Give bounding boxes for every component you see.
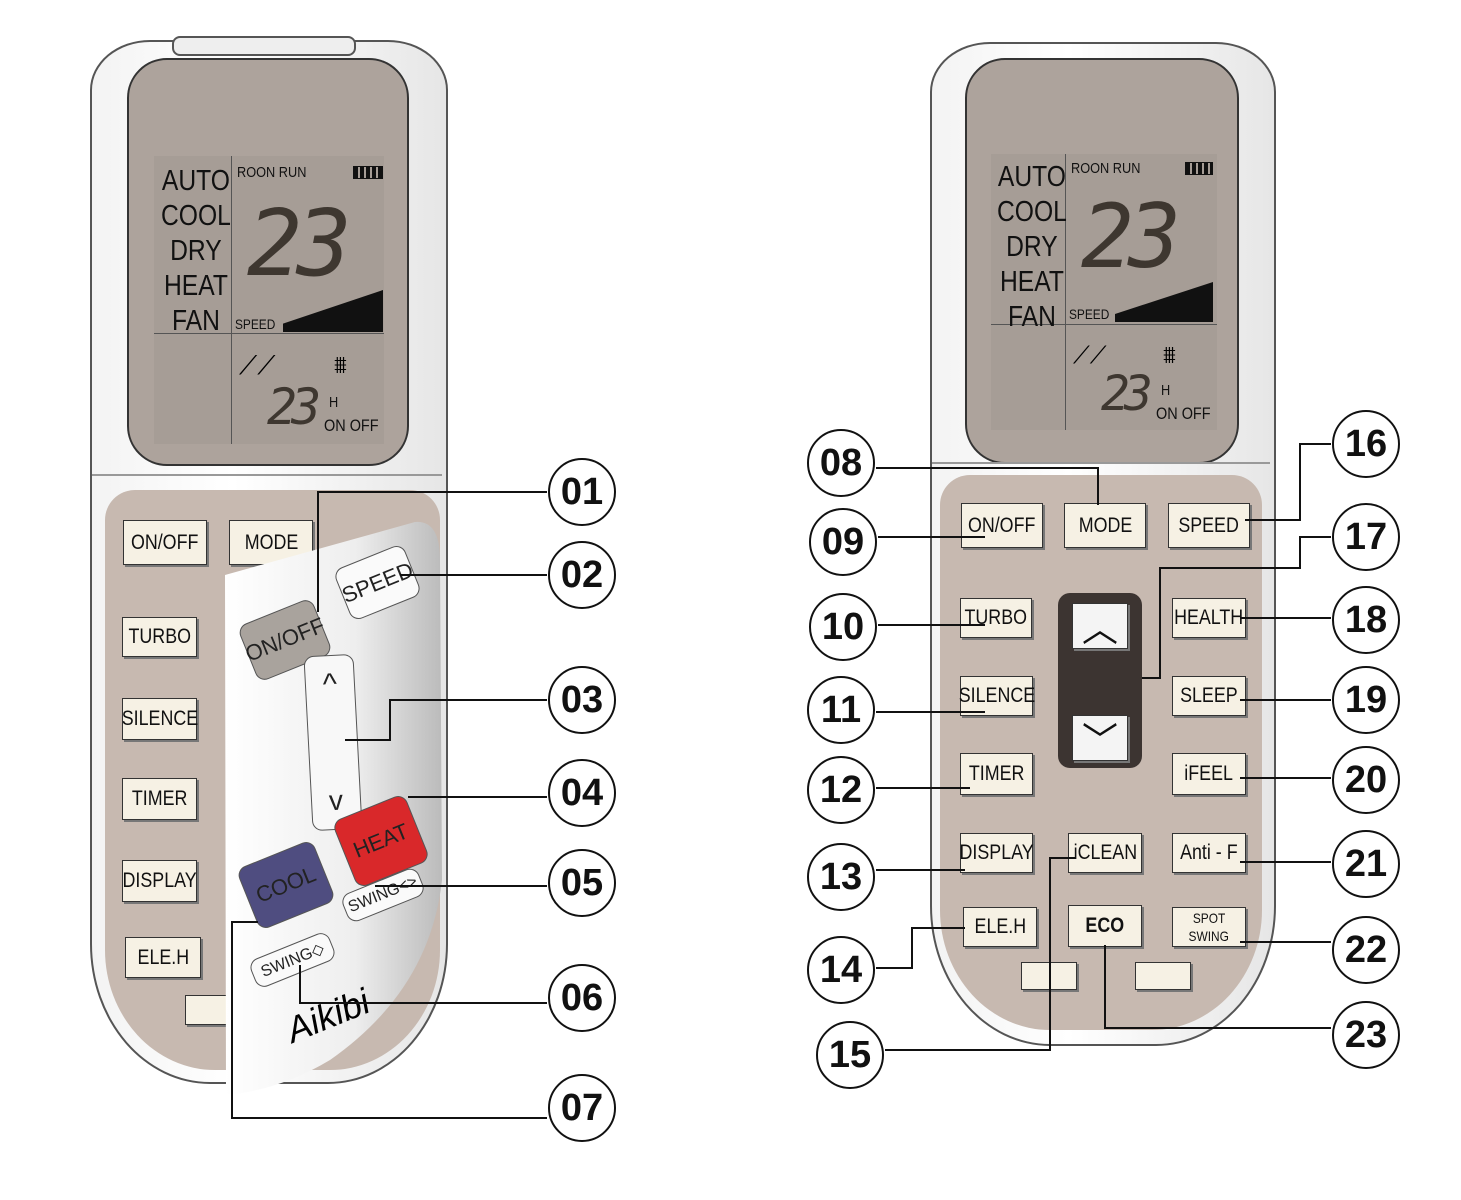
fan-icon: ⩩ [1163,342,1176,369]
battery-icon [1185,162,1213,175]
callout-07: 07 [548,1074,616,1142]
callout-17: 17 [1332,503,1400,571]
timer-button[interactable]: TIMER [122,778,197,820]
eco-button[interactable]: ECO [1068,905,1142,947]
callout-22: 22 [1332,916,1400,984]
silence-button[interactable]: SILENCE [958,676,1035,716]
callout-11: 11 [807,676,875,744]
fan-icon: ⩩ [334,352,347,379]
callout-04: 04 [548,759,616,827]
ele-h-button[interactable]: ELE.H [963,907,1037,947]
blank-button[interactable] [1135,962,1191,990]
iclean-button[interactable]: iCLEAN [1068,833,1142,873]
callout-16: 16 [1332,410,1400,478]
callout-12: 12 [807,756,875,824]
callout-08: 08 [807,429,875,497]
battery-icon [353,166,383,179]
callout-02: 02 [548,541,616,609]
temp-up-button[interactable]: ︿ [1072,603,1128,649]
on-off-button[interactable]: ON/OFF [961,503,1043,548]
callout-18: 18 [1332,586,1400,654]
temperature-display: 23 [247,190,352,297]
ele-h-button[interactable]: ELE.H [125,937,201,978]
on-off-button[interactable]: ON/OFF [123,520,207,565]
mode-button[interactable]: MODE [1064,503,1146,548]
callout-23: 23 [1332,1001,1400,1069]
anti-f-button[interactable]: Anti - F [1172,833,1246,873]
speed-button[interactable]: SPEED [1168,503,1250,548]
turbo-button[interactable]: TURBO [122,617,197,657]
callout-20: 20 [1332,746,1400,814]
speed-label: SPEED [235,316,276,332]
callout-06: 06 [548,964,616,1032]
lcd-screen [154,156,384,444]
callout-03: 03 [548,666,616,734]
timer-display: 23 [267,378,321,436]
swing-icon: ⟋⟋ [1073,342,1107,369]
ir-window [172,36,356,56]
health-button[interactable]: HEALTH [1172,598,1246,638]
callout-01: 01 [548,458,616,526]
callout-13: 13 [807,843,875,911]
callout-14: 14 [807,936,875,1004]
turbo-button[interactable]: TURBO [960,598,1032,638]
callout-05: 05 [548,849,616,917]
temp-down-button[interactable]: ﹀ [1072,715,1128,761]
display-button[interactable]: DISPLAY [959,833,1034,873]
callout-19: 19 [1332,666,1400,734]
display-button[interactable]: DISPLAY [122,860,197,902]
swing-icon: ⟋⟋ [239,350,276,380]
room-run-label: ROON RUN [237,164,307,181]
silence-button[interactable]: SILENCE [121,698,198,740]
callout-10: 10 [809,593,877,661]
callout-09: 09 [809,508,877,576]
callout-21: 21 [1332,830,1400,898]
sleep-button[interactable]: SLEEP [1172,676,1246,716]
timer-button[interactable]: TIMER [960,753,1033,795]
ifeel-button[interactable]: iFEEL [1172,753,1246,795]
callout-15: 15 [816,1021,884,1089]
